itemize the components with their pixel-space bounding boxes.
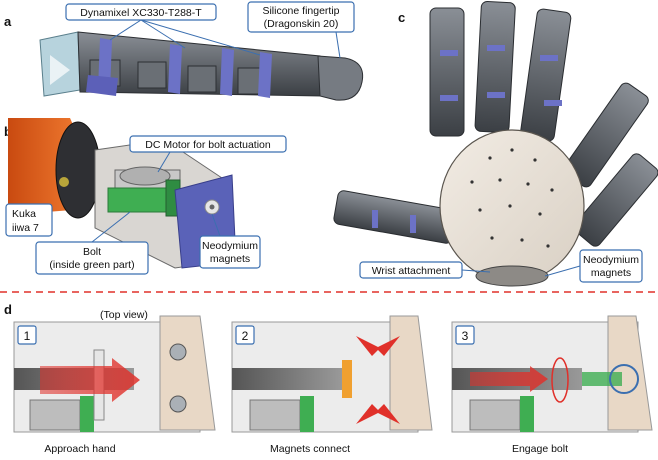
magnet-c-label-line2: magnets [591, 267, 631, 279]
step-3-caption: Engage bolt [512, 443, 568, 455]
step-1-diagram [13, 315, 216, 433]
palm-disc [439, 129, 585, 283]
panel-a: a Dynamixel XC330-T288-T Silicone f [4, 1, 364, 101]
panel-d: d (Top view) 1 Approach hand [4, 302, 653, 455]
panel-b: b DC Motor for bolt actuation Kuka iiwa … [4, 118, 287, 275]
bolt-label-line2: (inside green part) [49, 259, 134, 271]
wrist-label: Wrist attachment [372, 265, 451, 277]
approach-arrow [40, 358, 140, 402]
dc-motor-callout-box [129, 135, 287, 153]
hand-model [333, 1, 658, 287]
panel-d-letter: d [4, 302, 12, 317]
magnet-arrow-3 [356, 404, 380, 424]
step-1-caption: Approach hand [44, 443, 115, 455]
step-1-number: 1 [24, 329, 31, 343]
engage-highlight-circle [609, 364, 639, 394]
motor-label: Dynamixel XC330-T288-T [80, 7, 202, 19]
magnet-arrow-2 [376, 336, 400, 356]
magnet-arrow-1 [356, 336, 380, 356]
magnet-b-label-line1: Neodymium [202, 240, 258, 252]
kuka-label-line2: iiwa 7 [12, 222, 39, 234]
magnet-b-callout-box [199, 235, 261, 269]
magnet-b-label-line2: magnets [210, 253, 250, 265]
bolt-label-line1: Bolt [83, 246, 101, 258]
step-3-diagram [451, 315, 653, 433]
fingertip-label-line2: (Dragonskin 20) [264, 18, 339, 30]
panel-c: c [333, 1, 658, 287]
panel-c-letter: c [398, 10, 405, 25]
engage-arrow [470, 366, 548, 392]
magnet-arrow-4 [376, 404, 400, 424]
fingertip-label-line1: Silicone fingertip [262, 5, 339, 17]
step-3-number: 3 [462, 329, 469, 343]
step-1-badge [17, 325, 37, 345]
step-2-caption: Magnets connect [270, 443, 350, 455]
fingertip-callout-box [247, 1, 355, 33]
bolt-green-part [107, 187, 167, 213]
step-2-badge [235, 325, 255, 345]
top-view-label: (Top view) [100, 309, 148, 321]
finger-model [39, 31, 364, 101]
step-2-number: 2 [242, 329, 249, 343]
step-2-diagram [231, 315, 433, 433]
dc-motor-label: DC Motor for bolt actuation [145, 139, 271, 151]
panel-a-letter: a [4, 14, 12, 29]
step-3-badge [455, 325, 475, 345]
kuka-callout-box [5, 203, 53, 237]
kuka-label-line1: Kuka [12, 208, 36, 220]
magnet-c-label-line1: Neodymium [583, 254, 639, 266]
